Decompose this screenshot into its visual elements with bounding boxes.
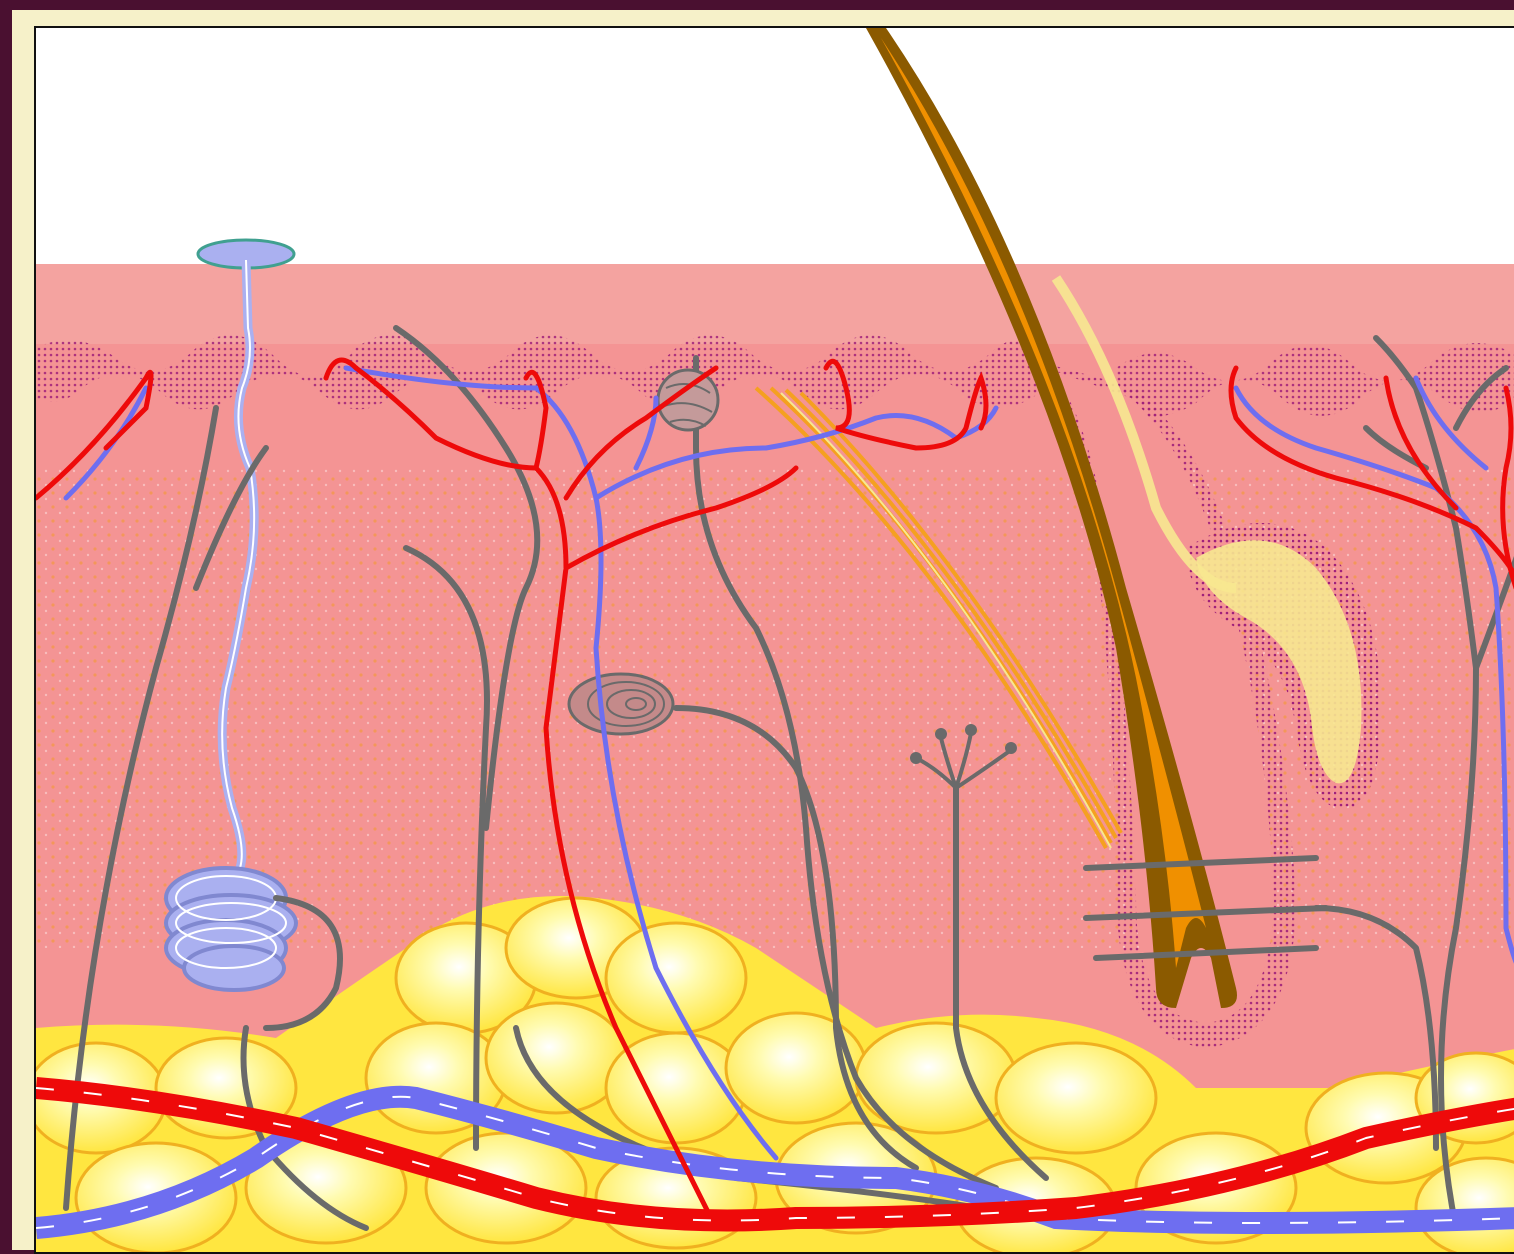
epidermis-layer — [36, 264, 1514, 344]
air-above-skin — [36, 28, 1514, 268]
frame-border — [12, 10, 1514, 1250]
pacinian-corpuscle-icon — [569, 674, 673, 734]
skin-svg — [36, 28, 1514, 1252]
skin-cross-section-diagram — [34, 26, 1514, 1254]
